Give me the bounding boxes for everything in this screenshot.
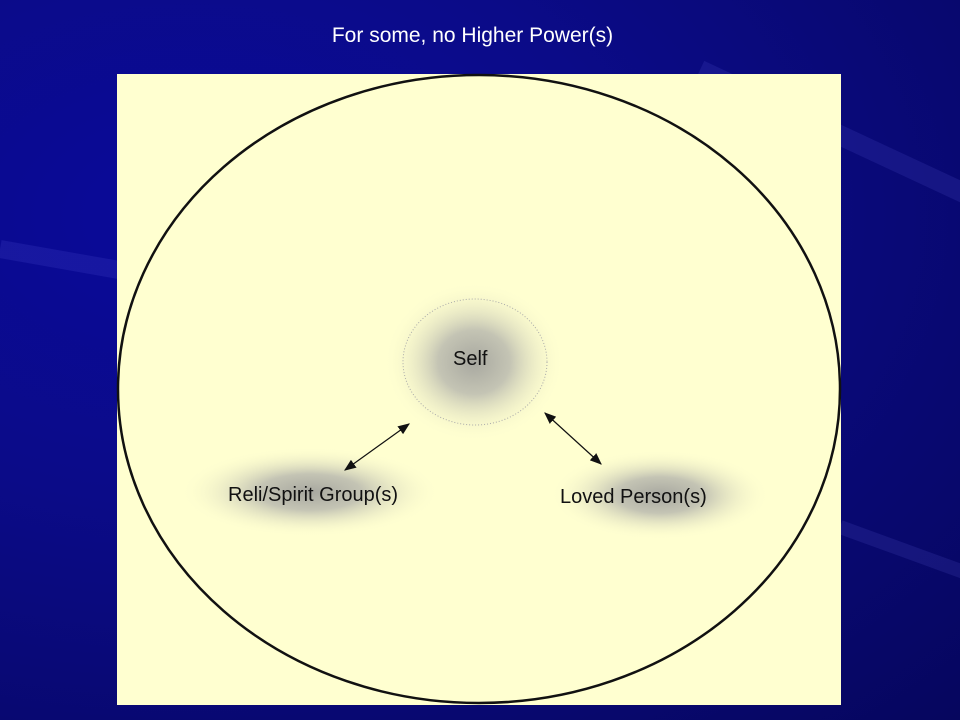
arrow-self-loved [544, 412, 602, 465]
arrow-self-group [344, 423, 410, 471]
self-circle [402, 298, 548, 426]
group-label: Reli/Spirit Group(s) [228, 484, 399, 506]
loved-label: Loved Person(s) [560, 486, 707, 508]
self-glow [384, 282, 564, 442]
loved-glow [550, 450, 770, 540]
slide-title: For some, no Higher Power(s) [331, 24, 614, 47]
self-label: Self [453, 348, 488, 370]
outer-circle [116, 73, 842, 705]
